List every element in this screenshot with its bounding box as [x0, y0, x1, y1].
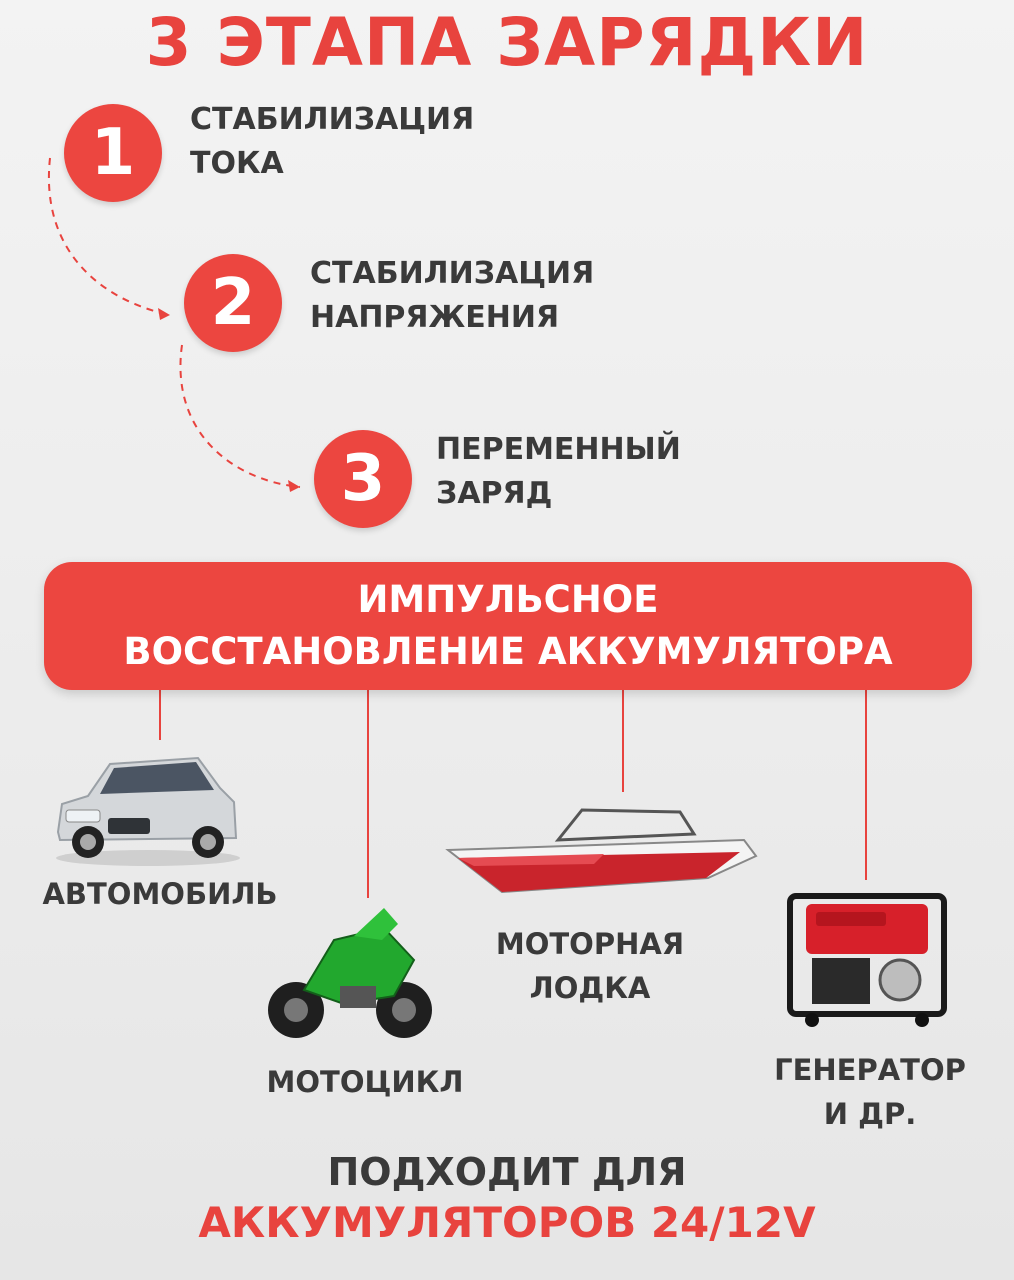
- step-1-text: СТАБИЛИЗАЦИЯ ТОКА: [190, 98, 474, 186]
- step-2-line1: СТАБИЛИЗАЦИЯ: [310, 256, 595, 291]
- step-1-line1: СТАБИЛИЗАЦИЯ: [190, 102, 475, 137]
- step-2-text: СТАБИЛИЗАЦИЯ НАПРЯЖЕНИЯ: [310, 252, 594, 340]
- page-title: 3 ЭТАПА ЗАРЯДКИ: [145, 4, 869, 81]
- banner-line1: ИМПУЛЬСНОЕ: [357, 578, 659, 621]
- boat-icon: [445, 808, 758, 894]
- generator-label-line2: И ДР.: [823, 1097, 917, 1131]
- battery-voltage-text: АККУМУЛЯТОРОВ 24/12V: [198, 1198, 816, 1247]
- car-icon: [56, 756, 240, 866]
- step-3-text: ПЕРЕМЕННЫЙ ЗАРЯД: [436, 428, 681, 516]
- step-3-line1: ПЕРЕМЕННЫЙ: [436, 432, 681, 467]
- step-2-line2: НАПРЯЖЕНИЯ: [310, 300, 560, 335]
- step-3-line2: ЗАРЯД: [436, 476, 553, 511]
- impulse-recovery-banner: ИМПУЛЬСНОЕ ВОССТАНОВЛЕНИЕ АККУМУЛЯТОРА: [44, 562, 972, 690]
- boat-label: МОТОРНАЯ ЛОДКА: [450, 922, 730, 1010]
- step-3-badge: 3: [314, 430, 412, 528]
- suitable-for-text: ПОДХОДИТ ДЛЯ: [327, 1150, 687, 1194]
- step-1-line2: ТОКА: [190, 146, 284, 181]
- motorcycle-icon: [268, 908, 432, 1038]
- generator-icon: [787, 893, 947, 1027]
- generator-label: ГЕНЕРАТОР И ДР.: [740, 1048, 1000, 1136]
- banner-line2: ВОССТАНОВЛЕНИЕ АККУМУЛЯТОРА: [123, 630, 893, 673]
- generator-label-line1: ГЕНЕРАТОР: [774, 1053, 966, 1087]
- step-2-badge: 2: [184, 254, 282, 352]
- motorcycle-label: МОТОЦИКЛ: [266, 1065, 464, 1099]
- car-label: АВТОМОБИЛЬ: [42, 877, 278, 911]
- boat-label-line1: МОТОРНАЯ: [495, 927, 685, 961]
- boat-label-line2: ЛОДКА: [529, 971, 651, 1005]
- step-1-badge: 1: [64, 104, 162, 202]
